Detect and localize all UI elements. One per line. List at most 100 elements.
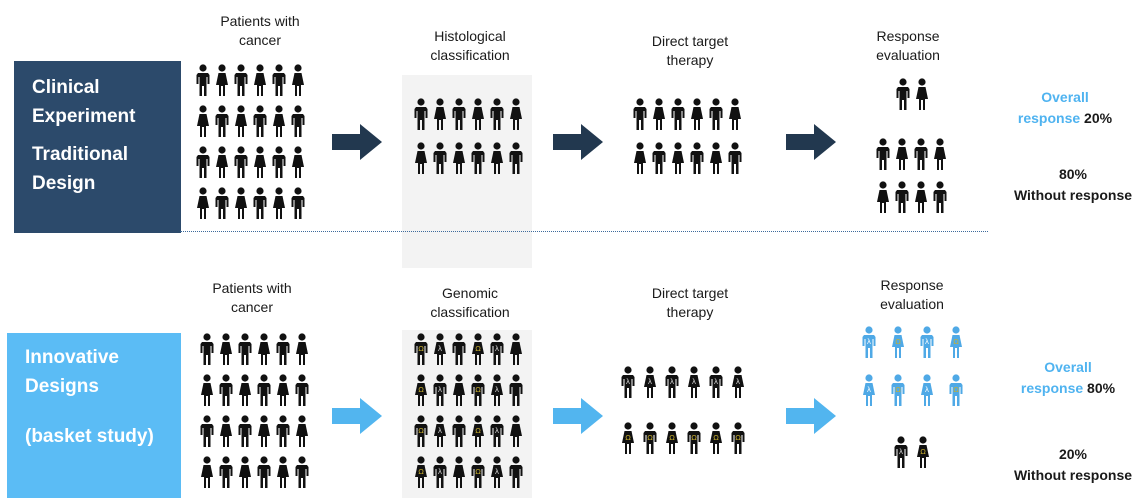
person-icon bbox=[877, 181, 889, 213]
person-icon: λ bbox=[491, 456, 503, 488]
bottom-stage-therapy-label: Direct target therapy bbox=[651, 285, 729, 320]
person-icon: Ω bbox=[891, 374, 905, 406]
svg-text:λ: λ bbox=[736, 378, 740, 386]
person-icon: λ bbox=[732, 366, 744, 398]
svg-text:λ: λ bbox=[692, 378, 696, 386]
svg-text:Ω: Ω bbox=[418, 386, 424, 394]
person-icon bbox=[196, 64, 210, 96]
person-icon bbox=[196, 146, 210, 178]
person-icon bbox=[510, 333, 522, 365]
top-overall-response: Overall response 20% bbox=[1000, 87, 1130, 129]
person-icon bbox=[490, 98, 504, 130]
person-icon bbox=[238, 333, 252, 365]
svg-text:Ω: Ω bbox=[418, 427, 424, 435]
person-icon bbox=[876, 138, 890, 170]
svg-text:λ: λ bbox=[438, 345, 442, 353]
without-label: Without response bbox=[1013, 467, 1133, 483]
person-icon: λ bbox=[433, 374, 447, 406]
svg-text:Ω: Ω bbox=[735, 434, 741, 442]
person-icon bbox=[915, 181, 927, 213]
person-icon: Ω bbox=[414, 415, 428, 447]
arrow-right-icon bbox=[553, 124, 603, 160]
person-icon bbox=[510, 98, 522, 130]
arrow-right-icon bbox=[332, 398, 382, 434]
person-icon bbox=[896, 78, 910, 110]
svg-text:λ: λ bbox=[925, 386, 929, 394]
top-stage-patients-label: Patients with cancer bbox=[220, 13, 300, 48]
person-icon bbox=[219, 374, 233, 406]
person-icon bbox=[258, 333, 270, 365]
person-icon bbox=[295, 374, 309, 406]
svg-text:λ: λ bbox=[714, 378, 718, 386]
person-icon: λ bbox=[920, 326, 934, 358]
svg-text:λ: λ bbox=[495, 386, 499, 394]
bottom-stage-classification-label: Genomic classification bbox=[430, 285, 510, 320]
top-stage-response-label: Response evaluation bbox=[876, 28, 940, 63]
person-icon-grid bbox=[200, 333, 309, 488]
person-icon bbox=[200, 415, 214, 447]
person-icon bbox=[197, 187, 209, 219]
overall-value: 20% bbox=[1084, 110, 1113, 126]
svg-text:Ω: Ω bbox=[647, 434, 653, 442]
svg-text:λ: λ bbox=[438, 468, 442, 476]
person-icon bbox=[453, 374, 465, 406]
svg-text:λ: λ bbox=[495, 468, 499, 476]
without-value: 20% bbox=[1058, 446, 1088, 462]
person-icon: λ bbox=[688, 366, 700, 398]
person-icon: λ bbox=[621, 366, 635, 398]
svg-text:λ: λ bbox=[867, 338, 871, 346]
person-icon bbox=[276, 415, 290, 447]
person-icon bbox=[433, 142, 447, 174]
svg-text:λ: λ bbox=[867, 386, 871, 394]
person-icon bbox=[272, 64, 286, 96]
top-patients-group bbox=[196, 64, 310, 228]
person-icon: λ bbox=[862, 326, 876, 358]
person-icon bbox=[895, 181, 909, 213]
person-icon bbox=[291, 105, 305, 137]
person-icon: Ω bbox=[917, 436, 929, 468]
person-icon bbox=[672, 142, 684, 174]
person-icon bbox=[728, 142, 742, 174]
person-icon bbox=[201, 374, 213, 406]
person-icon bbox=[491, 142, 503, 174]
person-icon bbox=[916, 78, 928, 110]
svg-text:Ω: Ω bbox=[713, 434, 719, 442]
person-icon bbox=[220, 415, 232, 447]
person-icon bbox=[238, 415, 252, 447]
innovative-design-box: Innovative Designs (basket study) bbox=[7, 333, 181, 498]
person-icon bbox=[277, 374, 289, 406]
without-label: Without response bbox=[1013, 187, 1133, 203]
person-icon bbox=[509, 374, 523, 406]
person-icon: λ bbox=[490, 415, 504, 447]
person-icon bbox=[216, 146, 228, 178]
person-icon: Ω bbox=[415, 374, 427, 406]
person-icon bbox=[291, 187, 305, 219]
person-icon bbox=[257, 456, 271, 488]
svg-text:λ: λ bbox=[899, 448, 903, 456]
person-icon bbox=[215, 105, 229, 137]
person-icon bbox=[235, 105, 247, 137]
person-icon bbox=[914, 138, 928, 170]
person-icon bbox=[896, 138, 908, 170]
person-icon: λ bbox=[490, 333, 504, 365]
person-icon bbox=[634, 142, 646, 174]
person-icon bbox=[292, 64, 304, 96]
svg-text:λ: λ bbox=[670, 378, 674, 386]
person-icon: Ω bbox=[471, 456, 485, 488]
overall-value: 80% bbox=[1087, 380, 1116, 396]
person-icon: λ bbox=[863, 374, 875, 406]
person-icon bbox=[234, 64, 248, 96]
arrow-right-icon bbox=[332, 124, 382, 160]
person-icon: Ω bbox=[666, 422, 678, 454]
svg-text:λ: λ bbox=[495, 345, 499, 353]
person-icon bbox=[219, 456, 233, 488]
person-icon-grid bbox=[414, 98, 523, 174]
box-line: Experiment bbox=[32, 106, 136, 127]
person-icon bbox=[934, 138, 946, 170]
arrow-right-icon bbox=[553, 398, 603, 434]
box-line: Design bbox=[32, 173, 96, 194]
top-responders-group bbox=[896, 78, 934, 122]
person-icon bbox=[671, 98, 685, 130]
